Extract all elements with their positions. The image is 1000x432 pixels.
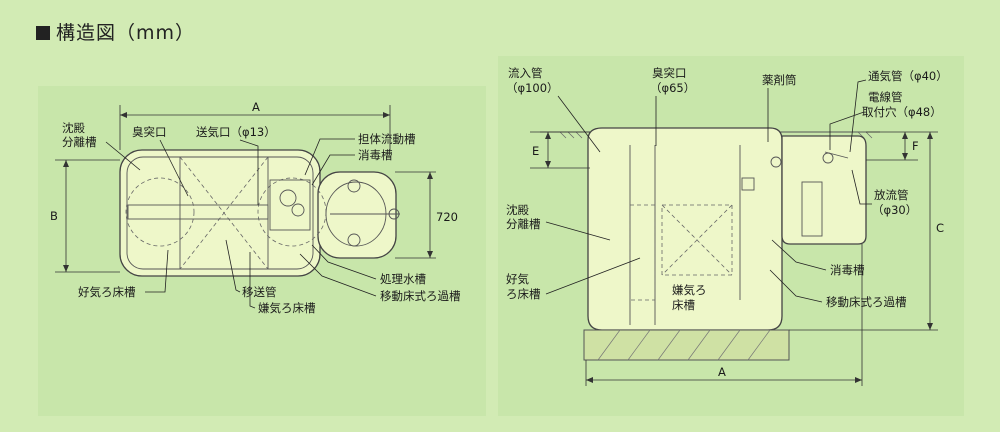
plan-label-kenki: 嫌気ろ床槽 bbox=[258, 301, 316, 315]
plan-dim-b: B bbox=[50, 209, 58, 223]
plan-label-shuto: 臭突口 bbox=[132, 125, 167, 139]
section-dim-e: E bbox=[532, 144, 539, 158]
square-bullet-icon bbox=[36, 26, 50, 40]
section-label-kouki1: 好気 bbox=[506, 272, 529, 286]
section-label-tsuki: 通気管（φ40） bbox=[868, 69, 948, 83]
plan-label-kouki: 好気ろ床槽 bbox=[78, 285, 136, 299]
section-label-chinden: 沈殿 bbox=[506, 203, 529, 217]
plan-label-chinden: 沈殿 bbox=[62, 121, 85, 135]
section-label-houryu: 放流管 bbox=[874, 188, 909, 202]
section-label-bunri: 分離槽 bbox=[506, 217, 541, 231]
section-label-inflow-d: （φ100） bbox=[506, 81, 559, 95]
section-aux-tank bbox=[781, 135, 867, 245]
plan-label-shorisui: 処理水槽 bbox=[380, 272, 426, 286]
section-dim-c: C bbox=[936, 221, 944, 235]
section-label-densen1: 電線管 bbox=[868, 90, 903, 104]
section-label-densen2: 取付穴（φ48） bbox=[862, 105, 942, 119]
section-label-shodoku: 消毒槽 bbox=[830, 263, 865, 277]
section-dim-a: A bbox=[718, 365, 726, 379]
plan-label-bunri: 分離槽 bbox=[62, 135, 97, 149]
plan-label-sokiko: 送気口（φ13） bbox=[196, 125, 276, 139]
plan-dim-720: 720 bbox=[436, 210, 458, 224]
section-label-shuto: 臭突口 bbox=[652, 66, 687, 80]
page-title: 構造図（mm） bbox=[36, 18, 195, 45]
plan-view: A B 720 沈 bbox=[50, 100, 461, 315]
section-label-kenki1: 嫌気ろ bbox=[672, 283, 707, 297]
plan-label-tanto: 担体流動槽 bbox=[358, 132, 416, 146]
section-label-kenki2: 床槽 bbox=[672, 298, 695, 312]
plan-main-tank bbox=[119, 149, 321, 277]
plan-dim-a: A bbox=[252, 100, 260, 114]
plan-aux-tank bbox=[317, 171, 397, 259]
section-dim-f: F bbox=[912, 139, 919, 153]
section-label-inflow: 流入管 bbox=[508, 66, 543, 80]
plan-label-idou: 移動床式ろ過槽 bbox=[380, 289, 461, 303]
section-label-yakuzai: 薬剤筒 bbox=[762, 73, 797, 87]
section-label-houryu-d: （φ30） bbox=[872, 203, 917, 217]
section-label-kouki2: ろ床槽 bbox=[506, 287, 541, 301]
plan-label-shodoku: 消毒槽 bbox=[358, 148, 393, 162]
section-label-idou: 移動床式ろ過槽 bbox=[826, 295, 907, 309]
section-label-shuto-d: （φ65） bbox=[650, 81, 695, 95]
section-main-tank bbox=[587, 127, 783, 331]
section-view: A C E F 流入管 （φ100） 臭突口 （φ65） 薬剤筒 通気管（φ40… bbox=[506, 66, 948, 386]
plan-label-isou: 移送管 bbox=[242, 285, 277, 299]
